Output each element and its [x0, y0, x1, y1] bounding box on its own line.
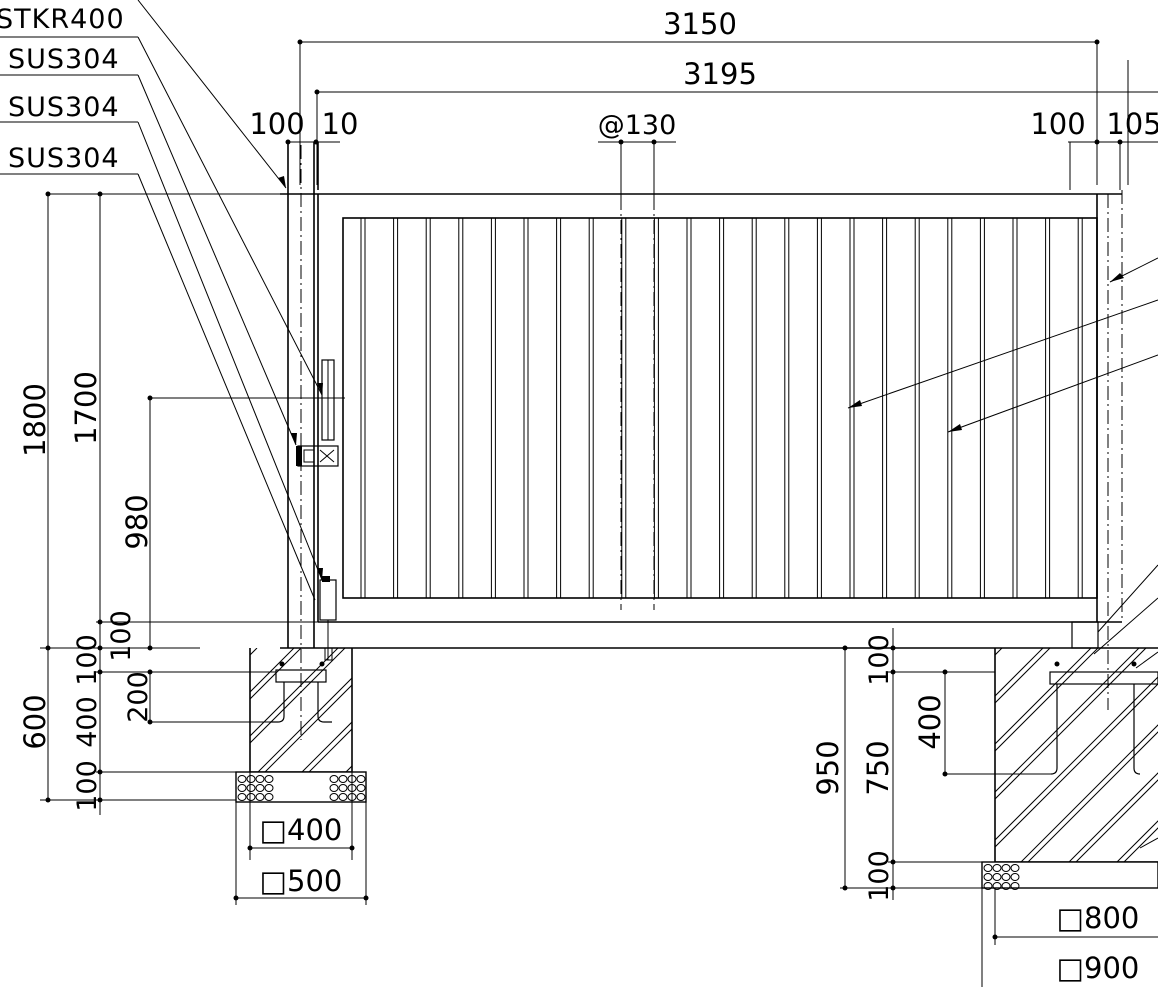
leader-line [137, 74, 297, 446]
hinge-hardware [296, 359, 345, 661]
right-footing [981, 621, 1158, 890]
top-dimensions: 3150 3195 100 10 @130 100 105 [249, 7, 1158, 196]
dim-post-right: 100 [1030, 107, 1085, 141]
dim-anchor-right: 400 [913, 694, 947, 749]
dim-height-latch: 980 [120, 494, 154, 549]
dim-footing-right-inner: □800 [1057, 901, 1140, 935]
left-dimensions: 1800 1700 980 100 100 600 400 200 100 □4… [18, 191, 369, 905]
dim-footing-right-outer: □900 [1057, 951, 1140, 985]
label-sus304-latch: SUS304 [8, 92, 120, 123]
dim-footing-right-top: 100 [864, 634, 895, 686]
gate-frame [280, 190, 1158, 710]
dim-footing-right-mid: 750 [861, 740, 895, 795]
right-dimensions: 100 950 750 400 100 □800 □900 [811, 628, 1158, 987]
dim-footing-left-mid: 400 [72, 696, 103, 748]
right-leaders [847, 257, 1158, 849]
leader-line [137, 0, 287, 189]
dim-bottom-gap: 100 [106, 610, 137, 662]
dim-footing-left-top: 100 [72, 634, 103, 686]
label-sus304-bolt: SUS304 [8, 143, 120, 174]
left-post [287, 142, 315, 740]
left-footing [235, 648, 367, 803]
dim-post-left: 100 [249, 107, 304, 141]
dim-pitch: @130 [598, 110, 677, 141]
dim-footing-left-outer: □500 [260, 864, 343, 898]
dim-anchor-left: 200 [123, 671, 154, 723]
dim-footing-left-depth: 600 [18, 694, 52, 749]
leader-line [137, 173, 316, 601]
dim-footing-right-depth: 950 [811, 740, 845, 795]
dim-footing-left-inner: □400 [260, 813, 343, 847]
dim-height-panel: 1700 [69, 371, 103, 445]
dim-gap-right: 105 [1106, 107, 1158, 141]
dim-overall-inner: 3195 [683, 57, 757, 91]
dim-height-total: 1800 [18, 383, 52, 457]
gate-slats [360, 196, 1083, 610]
bottom-hinge [319, 579, 337, 621]
label-stkr400: STKR400 [0, 4, 125, 35]
leader-line [137, 121, 323, 581]
label-sus304-hinge: SUS304 [8, 44, 120, 75]
dim-overall-outer: 3150 [663, 7, 737, 41]
dim-footing-left-bottom: 100 [72, 760, 103, 812]
dim-gap-left: 10 [322, 107, 359, 141]
dim-footing-right-bottom: 100 [864, 850, 895, 902]
leader-line [137, 36, 323, 396]
